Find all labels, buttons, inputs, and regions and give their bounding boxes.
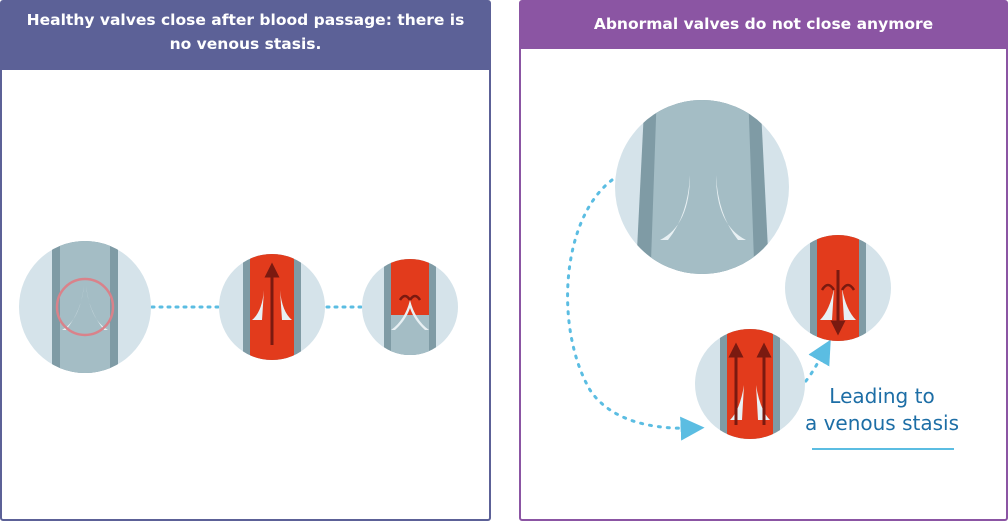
valve-flow-icon: [219, 254, 325, 360]
caption-line-1: Leading to: [829, 384, 935, 408]
valve-flow-icon: [695, 329, 805, 439]
caption-underline: [812, 448, 954, 450]
stasis-caption: Leading to a venous stasis: [802, 383, 962, 437]
vein-magnified-icon: [19, 241, 151, 373]
abnormal-panel-header: Abnormal valves do not close anymore: [521, 2, 1006, 49]
caption-line-2: a venous stasis: [804, 411, 960, 435]
abnormal-panel-title: Abnormal valves do not close anymore: [593, 15, 934, 33]
healthy-panel-header: Healthy valves close after blood passage…: [2, 2, 489, 70]
flow-path-short: [798, 339, 831, 390]
reflux-icon: [785, 235, 891, 341]
healthy-panel-title: Healthy valves close after blood passage…: [26, 11, 465, 53]
valve-open-icon: [615, 100, 789, 274]
valve-closed-icon: [362, 259, 458, 355]
flow-path: [566, 178, 705, 441]
